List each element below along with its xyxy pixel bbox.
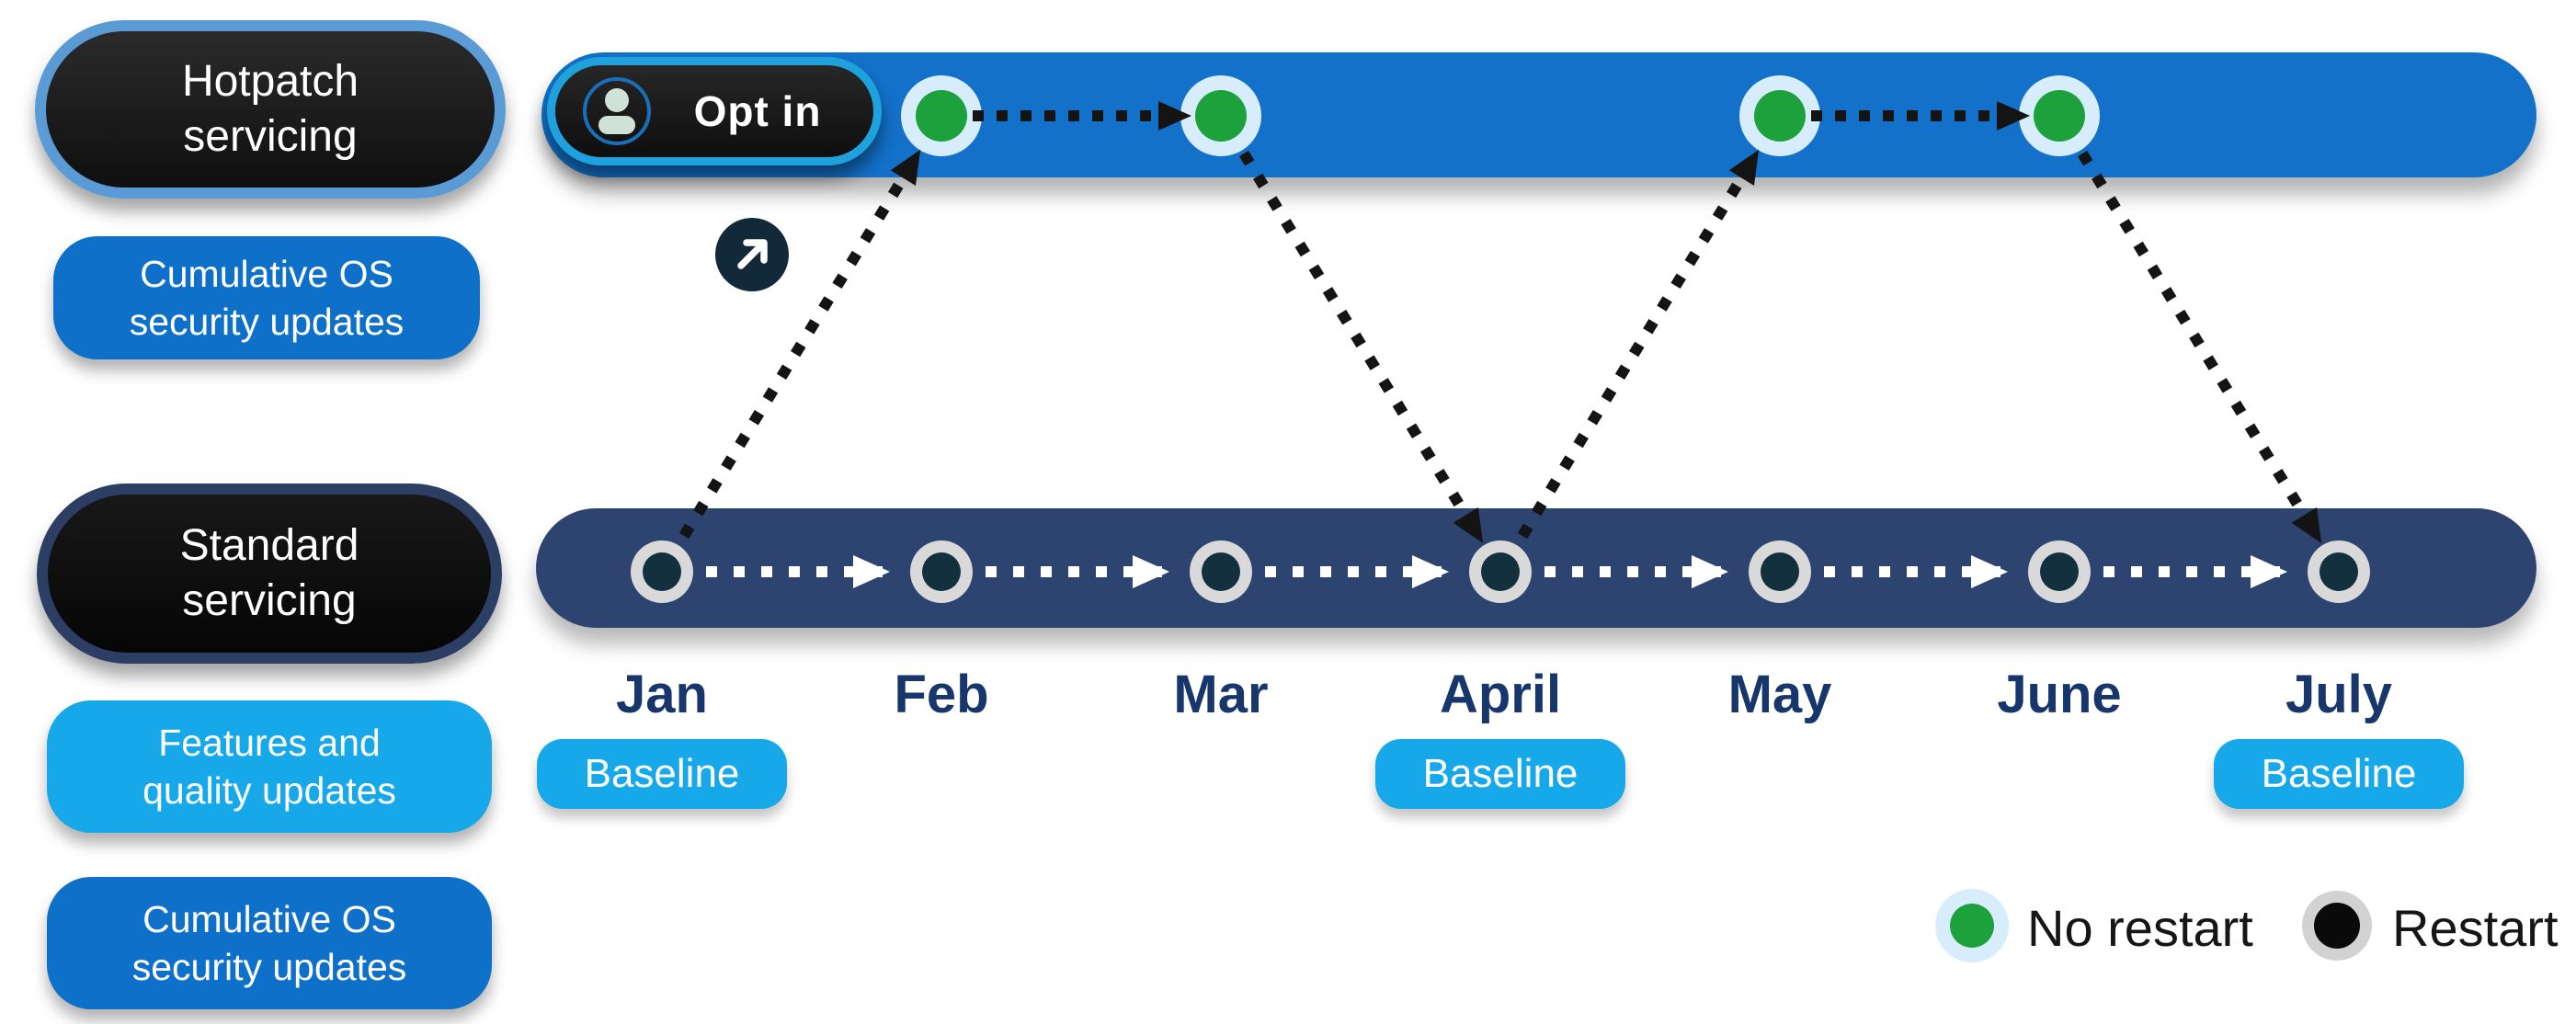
baseline-badge-july: Baseline <box>2214 739 2464 809</box>
standard-features-updates-pill: Features and quality updates <box>47 700 492 833</box>
hotpatch-update-dot-june <box>2019 75 2100 156</box>
standard-servicing-label: Standard servicing <box>179 520 359 625</box>
standard-update-dot-april <box>1469 540 1532 603</box>
restart-dot-icon <box>2302 891 2372 961</box>
standard-servicing-pill: Standard servicing <box>37 484 502 664</box>
baseline-badge-april: Baseline <box>1375 739 1625 809</box>
standard-track-bar <box>536 508 2536 628</box>
standard-features-updates-label: Features and quality updates <box>142 721 396 812</box>
standard-update-dot-mar <box>1190 540 1252 603</box>
month-label-may: May <box>1727 665 1832 724</box>
hotpatch-cumulative-updates-pill: Cumulative OS security updates <box>53 236 480 359</box>
hotpatch-update-dot-feb <box>901 75 982 156</box>
standard-cumulative-updates-pill: Cumulative OS security updates <box>47 877 492 1009</box>
standard-update-dot-june <box>2028 540 2091 603</box>
month-label-april: April <box>1439 665 1562 724</box>
no-restart-legend-label: No restart <box>2027 899 2253 957</box>
standard-update-dot-jan <box>631 540 693 603</box>
month-label-feb: Feb <box>894 665 989 724</box>
month-label-june: June <box>1997 665 2122 724</box>
month-label-jan: Jan <box>616 665 708 724</box>
track-transition-arrows <box>678 149 2324 544</box>
opt-in-button[interactable]: Opt in <box>547 57 882 165</box>
person-icon <box>583 77 651 145</box>
hotpatch-update-dot-mar <box>1180 75 1261 156</box>
hotpatch-update-dot-may <box>1739 75 1820 156</box>
no-restart-dot-icon <box>1935 889 2009 962</box>
standard-cumulative-updates-label: Cumulative OS security updates <box>131 897 407 988</box>
month-label-mar: Mar <box>1173 665 1269 724</box>
baseline-badge-jan: Baseline <box>537 739 787 809</box>
month-label-july: July <box>2285 665 2393 724</box>
hotpatch-servicing-pill: Hotpatch servicing <box>35 20 506 199</box>
hotpatch-cumulative-updates-label: Cumulative OS security updates <box>129 252 405 343</box>
standard-update-dot-feb <box>910 540 973 603</box>
standard-update-dot-may <box>1749 540 1811 603</box>
opt-in-jump-arrow-icon <box>715 218 789 291</box>
hotpatch-servicing-label: Hotpatch servicing <box>181 56 359 161</box>
standard-update-dot-july <box>2308 540 2370 603</box>
restart-legend-label: Restart <box>2392 899 2559 957</box>
opt-in-label: Opt in <box>693 87 822 135</box>
